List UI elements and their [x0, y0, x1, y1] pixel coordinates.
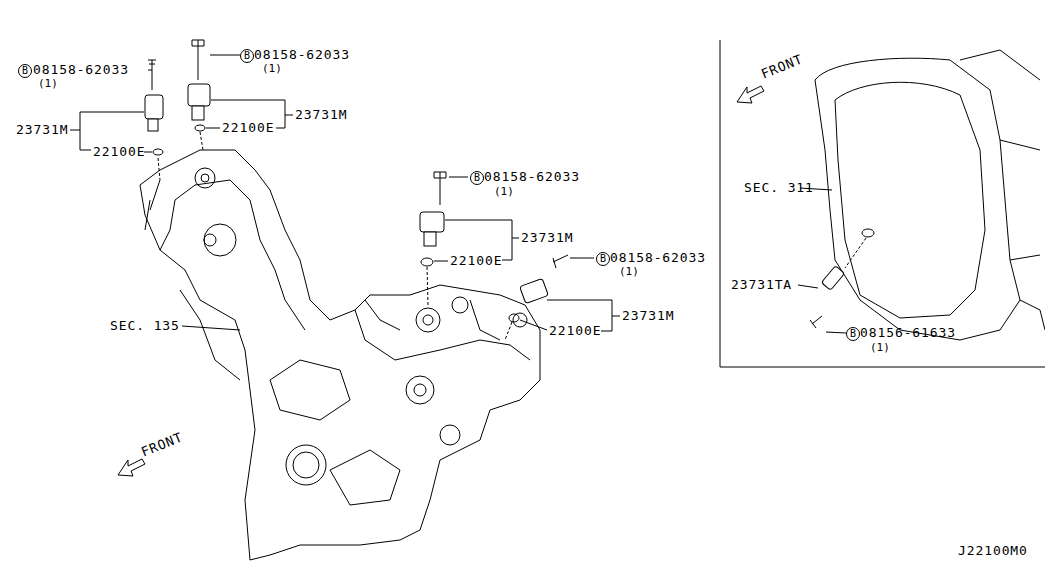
part-number: 22100E	[222, 121, 274, 135]
part-number: FRONT	[139, 430, 185, 459]
part-number: 22100E	[93, 145, 145, 159]
part-number: SEC. 311	[744, 181, 814, 195]
part-number: (1)	[619, 265, 639, 279]
part-number: (1)	[494, 185, 514, 199]
part-number: 23731M	[521, 231, 573, 245]
part-number: 22100E	[450, 254, 502, 268]
part-number: 23731M	[295, 108, 347, 122]
part-number: 22100E	[549, 324, 601, 338]
part-number: 08158-62033	[610, 251, 706, 265]
part-number: (1)	[38, 77, 58, 91]
part-number: 08158-62033	[484, 170, 580, 184]
bolt-mark: B	[18, 64, 32, 78]
part-number: 08158-62033	[33, 63, 129, 77]
part-number: (1)	[870, 341, 890, 355]
part-number: J22100M0	[958, 544, 1028, 558]
part-number: 08158-62033	[254, 48, 350, 62]
part-number: SEC. 135	[110, 319, 180, 333]
part-number: 08156-61633	[860, 326, 956, 340]
part-number: FRONT	[759, 52, 805, 81]
part-number: 23731M	[622, 309, 674, 323]
part-number: (1)	[262, 62, 282, 76]
bolt-mark: B	[846, 327, 860, 341]
part-number: 23731TA	[731, 278, 792, 292]
bolt-mark: B	[596, 252, 610, 266]
bolt-mark: B	[470, 171, 484, 185]
part-number: 23731M	[16, 123, 68, 137]
bolt-mark: B	[240, 49, 254, 63]
